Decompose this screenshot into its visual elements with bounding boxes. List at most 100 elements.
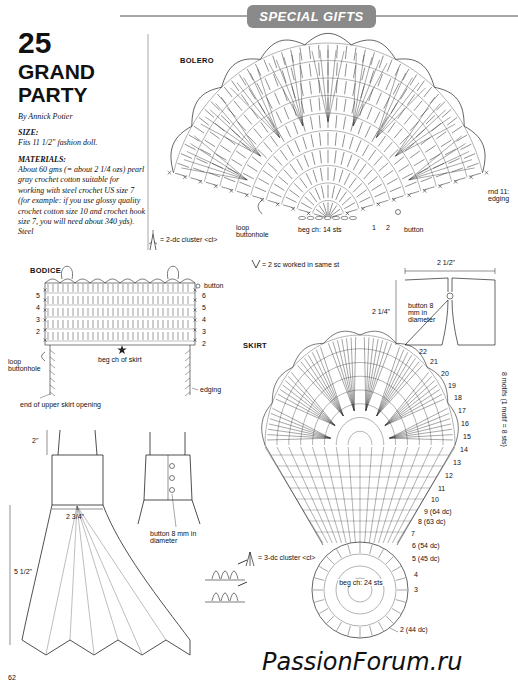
fan-stitch [389,435,452,439]
dc-stitch [236,151,246,158]
skirt-chart [262,331,459,638]
chart-label: 2 [36,328,40,335]
dc-stitch [276,112,282,124]
pineapple-fan [181,168,247,180]
dc-stitch [128,332,129,340]
dim-tick [405,268,406,274]
dc-stitch [93,320,94,328]
top-scallop [180,279,195,283]
row-line [45,305,195,306]
fan-stitch [346,338,354,411]
dc-stitch [103,332,104,340]
leader [192,388,198,390]
top-scallop [293,343,324,367]
dc-stitch [48,308,49,316]
chain-st [298,216,305,219]
dc-stitch [312,152,315,165]
fan-stitch [270,419,331,439]
fan-stitch [389,424,451,438]
edge-cross [168,171,172,175]
fan-stitch [288,376,335,425]
scallop-edge [171,126,192,173]
dc-stitch [354,48,356,61]
edge-stitch [50,364,55,368]
dc-stitch [128,308,129,316]
dc-stitch [183,296,184,304]
dc-stitch [439,182,451,185]
edge-stitch [50,385,55,389]
dc-stitch [394,157,404,165]
fan-stitch [366,342,387,411]
dc-stitch [73,308,74,316]
pineapple-fan [353,63,387,126]
dc-stitch [344,203,355,209]
base-stitch [313,590,323,591]
fan-stitch [351,338,354,411]
dc-stitch [128,284,129,292]
leader [40,394,50,398]
dc-stitch [386,78,391,90]
dc-stitch [318,98,320,111]
dc-stitch [353,183,362,192]
chart-label: 8 (63 dc) [418,518,446,525]
dc-stitch [310,81,312,94]
chart-label: 6 [202,292,206,299]
dc-stitch [178,163,189,167]
top-scallop [165,279,180,283]
dc-stitch [451,168,462,172]
dc-stitch [158,332,159,340]
dim-line [396,280,397,345]
scallop-edge [434,87,464,126]
dc-stitch [264,60,269,72]
chart-label: 2" [32,437,38,444]
edge-stitch [185,378,190,382]
header-text: SPECIAL GIFTS [259,9,364,24]
dc-stitch [295,140,300,152]
round-line [266,148,390,200]
fan-stitch [385,376,432,425]
dc-stitch [284,170,292,179]
dc-stitch [265,78,270,90]
fan-stitch [377,362,419,416]
buttonhole-note: loop buttonhole [236,224,280,238]
dc-stitch [118,308,119,316]
pineapple-fan [221,97,260,156]
fan-stitch [385,394,442,425]
dc-stitch [436,101,445,110]
chart-label: beg ch: 24 sts [338,579,384,586]
fan-row [277,349,443,445]
dc-stitch [448,158,459,163]
dc-stitch [108,284,109,292]
edge-cross [193,298,196,301]
edge-stitch [50,392,55,396]
dc-stitch [334,168,336,181]
dc-stitch [98,308,99,316]
dc-stitch [347,155,352,167]
dc-stitch [113,284,114,292]
row-line [271,455,449,456]
chain-st [341,216,348,219]
dc-stitch [153,332,154,340]
dc-stitch [138,284,139,292]
dc-stitch [264,142,272,152]
dc-stitch [328,132,329,145]
dc-stitch [138,332,139,340]
pineapple-fan [376,78,412,138]
dc-stitch [143,332,144,340]
hook-loop [221,571,229,579]
dc-stitch [274,156,282,165]
dc-stitch [190,178,202,181]
edge-stitch [185,385,190,389]
panel-seam [77,506,166,640]
base-stitch [319,567,328,572]
fan-stitch [328,343,354,410]
edge-stitch [50,378,55,382]
chart-label: 4 [36,304,40,311]
chart-label: 2 [202,340,206,347]
chart-label: 19 [448,382,456,389]
top-scallop [45,279,60,283]
dc-stitch [73,320,74,328]
dc-stitch [123,332,124,340]
fan-stitch [377,365,423,416]
scallop-edge [305,33,351,44]
